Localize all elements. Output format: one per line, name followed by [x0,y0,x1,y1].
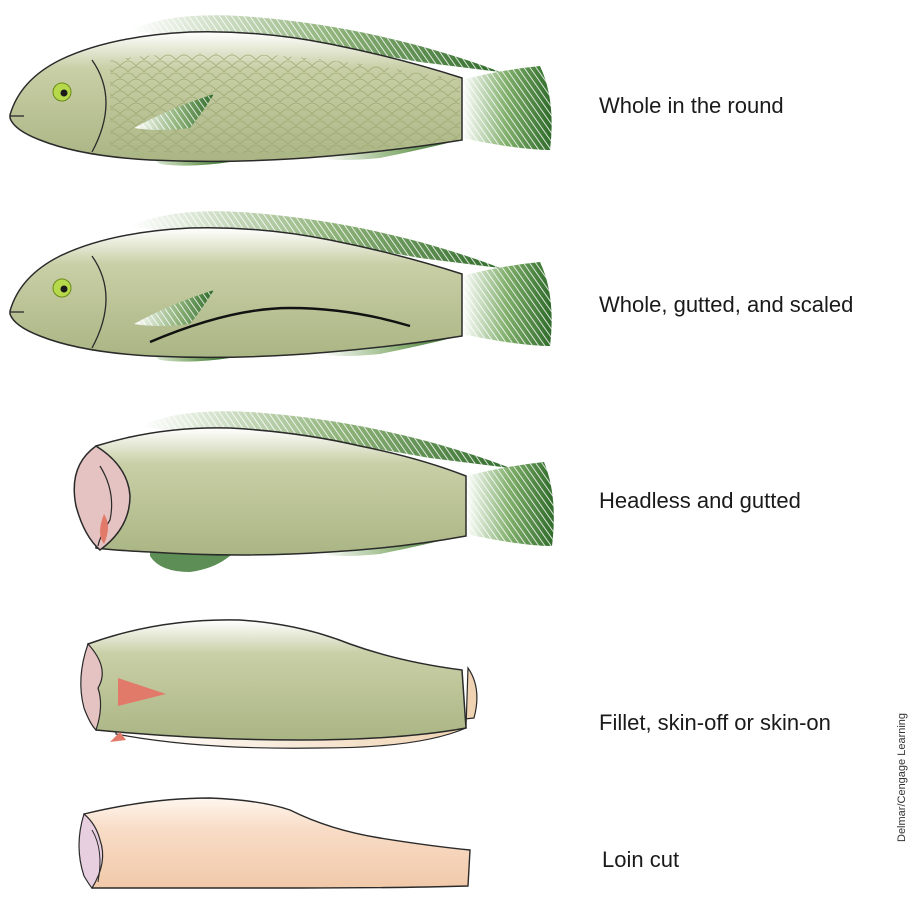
image-credit: Delmar/Cengage Learning [896,713,908,842]
label-loin-cut: Loin cut [602,847,679,873]
fillet-flesh [88,620,466,740]
label-whole-in-the-round: Whole in the round [599,93,784,119]
loin-body [84,798,470,888]
fillet [81,620,477,748]
gutted-scaled-fish [10,211,552,361]
label-headless-gutted: Headless and gutted [599,488,801,514]
headless-fish [74,411,554,572]
loin [79,798,470,888]
whole-fish-with-scales [10,15,552,165]
label-whole-gutted-scaled: Whole, gutted, and scaled [599,292,853,318]
label-fillet: Fillet, skin-off or skin-on [599,710,831,736]
